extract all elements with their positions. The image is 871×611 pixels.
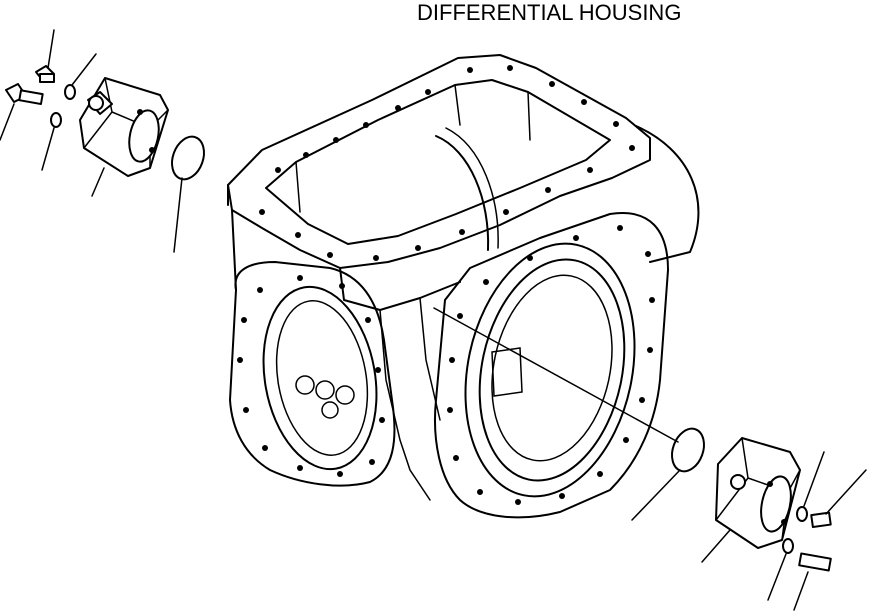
right-bolt-upper [810, 469, 867, 529]
left-washer-upper [64, 53, 97, 100]
right-centerline [433, 307, 679, 443]
left-o-ring [171, 135, 205, 253]
right-o-ring [631, 427, 705, 521]
right-washer-upper [796, 451, 825, 522]
right-washer-lower [767, 538, 794, 601]
right-bolt-lower [793, 552, 832, 611]
left-washer-lower [41, 112, 62, 171]
right-valve-block [715, 437, 801, 549]
left-bolt-upper [35, 29, 55, 83]
diagram-title: DIFFERENTIAL HOUSING [417, 0, 682, 25]
left-valve-block [79, 77, 169, 177]
right-block-leader [701, 529, 731, 563]
left-bolt-lower [0, 83, 44, 141]
differential-housing [227, 54, 700, 519]
left-block-leader [91, 167, 105, 197]
